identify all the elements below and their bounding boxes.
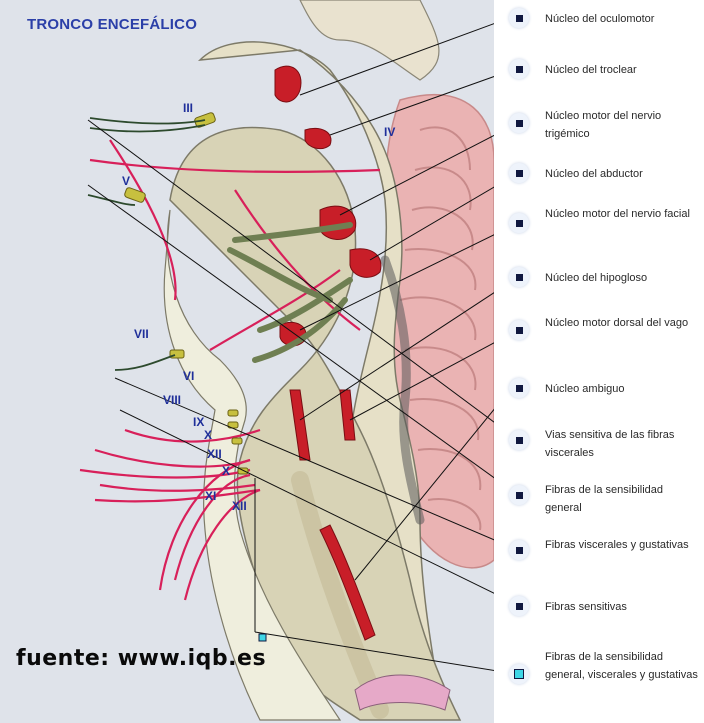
tectum-structure	[299, 0, 440, 81]
source-credit: fuente: www.iqb.es	[16, 646, 267, 671]
nerve-label-XII-lower: XII	[232, 499, 247, 513]
bullet-marker	[509, 163, 529, 183]
fourth-ventricle	[380, 255, 425, 525]
diagram-title: TRONCO ENCEFÁLICO	[27, 16, 198, 33]
nerve-label-IX: IX	[193, 415, 205, 429]
bullet-marker	[509, 378, 529, 398]
nerve-label-XII-upper: XII	[207, 447, 222, 461]
fiber-tracts	[79, 139, 381, 601]
legend-label: Núcleo del abductor	[545, 168, 643, 180]
bullet-marker	[509, 485, 529, 505]
bullet-marker	[509, 59, 529, 79]
bullet-marker	[509, 430, 529, 450]
legend-label: Fibras sensitivas	[545, 601, 627, 613]
legend-label: Núcleo del hipogloso	[545, 272, 648, 284]
legend-label: Núcleo motor del nervio trigémico	[545, 110, 662, 140]
bullet-marker	[509, 320, 529, 340]
motor-roots	[227, 222, 353, 363]
lower-structure	[354, 674, 451, 711]
nerve-label-X-upper: X	[204, 428, 213, 442]
legend-label: Fibras de la sensibilidad general, visce…	[545, 651, 698, 681]
anchor-marker	[258, 633, 267, 642]
nerve-label-X-lower: X	[222, 464, 231, 478]
bullet-marker	[509, 596, 529, 616]
bullet-marker	[509, 113, 529, 133]
leader-lines	[87, 16, 523, 676]
legend-label: Vias sensitiva de las fibras viscerales	[545, 429, 675, 459]
legend-label: Núcleo del oculomotor	[545, 13, 655, 25]
nerve-label-VII: VII	[134, 327, 149, 341]
legend-label: Fibras viscerales y gustativas	[545, 539, 689, 551]
bullet-marker	[509, 540, 529, 560]
legend-label: Fibras de la sensibilidad general	[545, 484, 664, 514]
nerve-label-XI: XI	[205, 489, 217, 503]
motor-nuclei	[274, 65, 382, 641]
pons-surface	[163, 209, 342, 721]
legend-label: Núcleo ambiguo	[545, 383, 625, 395]
nerve-branches	[87, 117, 206, 371]
nerve-label-V: V	[122, 174, 131, 188]
nerve-label-III: III	[183, 101, 194, 115]
bullet-marker	[509, 8, 529, 28]
legend-panel: Núcleo del oculomotor Núcleo del troclea…	[494, 0, 704, 723]
legend-label: Núcleo motor dorsal del vago	[545, 317, 689, 329]
legend-label: Núcleo del troclear	[545, 64, 637, 76]
brainstem-ventral-body	[169, 126, 462, 721]
nerve-label-IV: IV	[384, 125, 396, 139]
bullet-marker	[509, 664, 529, 684]
nerve-label-VI: VI	[183, 369, 195, 383]
bullet-marker	[509, 213, 529, 233]
bullet-marker	[509, 267, 529, 287]
nerve-label-VIII: VIII	[163, 393, 182, 407]
legend-label: Núcleo motor del nervio facial	[545, 208, 690, 220]
